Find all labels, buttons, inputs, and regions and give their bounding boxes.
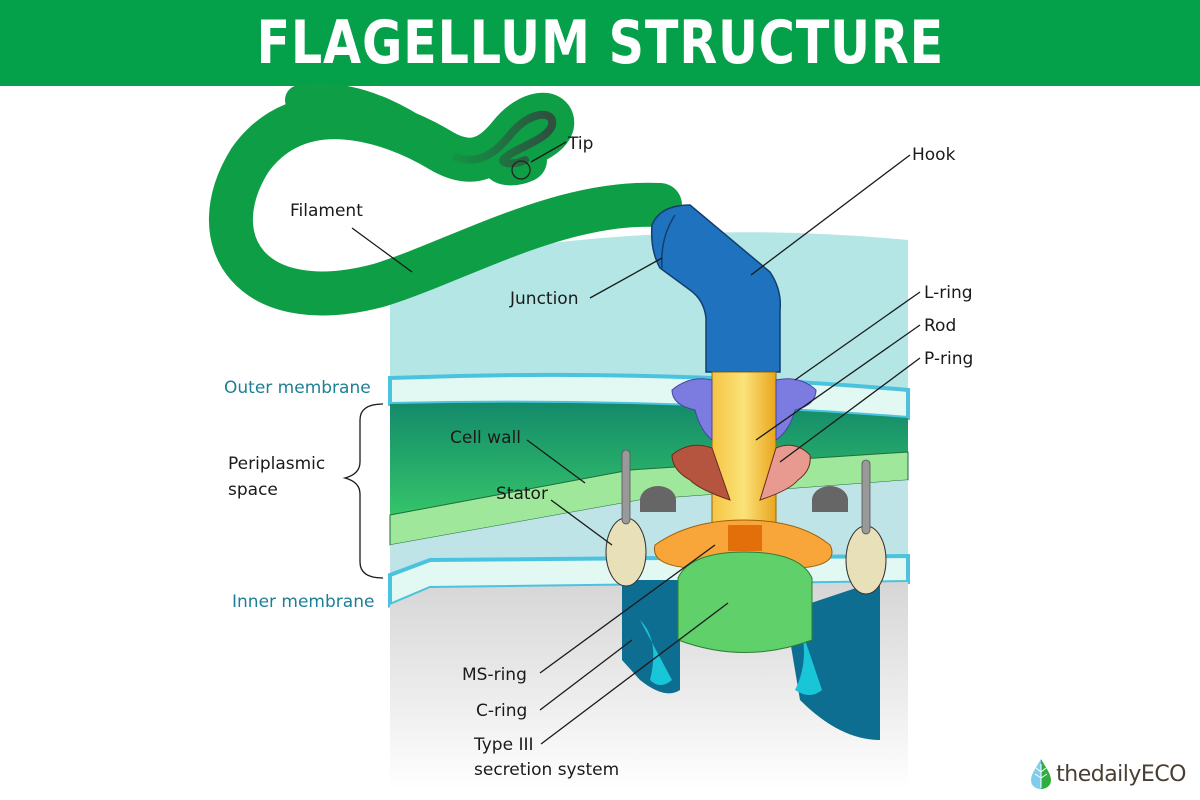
stator-post-left: [640, 486, 676, 512]
label-tip: Tip: [567, 134, 593, 154]
label-l-ring: L-ring: [924, 283, 973, 303]
l-ring-left: [671, 378, 713, 442]
brand-logo: thedailyECO: [1030, 758, 1186, 790]
label-ms-ring: MS-ring: [462, 665, 527, 685]
rod-base: [728, 525, 762, 551]
p-ring-left: [671, 444, 731, 501]
label-stator: Stator: [496, 484, 548, 504]
stator-left: [605, 517, 647, 587]
label-outer-membrane: Outer membrane: [224, 378, 371, 398]
label-rod: Rod: [924, 316, 956, 336]
tip-leader: [530, 141, 567, 163]
title-banner: FLAGELLUM STRUCTURE: [0, 0, 1200, 86]
cell-wall-leader: [526, 439, 586, 484]
stator-right: [845, 525, 887, 595]
label-p-ring: P-ring: [924, 349, 973, 369]
rod-leader: [755, 324, 921, 441]
label-c-ring: C-ring: [476, 701, 527, 721]
label-filament: Filament: [290, 201, 363, 221]
brand-name: thedailyECO: [1056, 761, 1186, 787]
l-ring-leader: [794, 291, 921, 381]
l-ring-right: [775, 378, 817, 441]
filament-thin: [436, 110, 557, 168]
periplasmic-brace: [342, 403, 384, 579]
c-ring-left: [622, 580, 680, 694]
stator-post-right: [812, 486, 848, 512]
stator-leader: [550, 499, 613, 546]
hook-leader: [750, 154, 911, 276]
c-ring-leader: [539, 639, 633, 711]
p-ring-leader: [779, 357, 921, 463]
label-junction: Junction: [509, 289, 578, 309]
type3-leader: [540, 602, 729, 745]
tip-circle: [511, 160, 531, 180]
leaf-drop-icon: [1031, 759, 1052, 789]
type-iii-secretion-system: [677, 551, 813, 653]
label-periplasmic-1: Periplasmic: [228, 454, 325, 474]
label-periplasmic-2: space: [228, 480, 278, 500]
p-ring-right: [759, 444, 811, 501]
label-hook: Hook: [912, 145, 956, 165]
label-type3-1: Type III: [473, 735, 534, 755]
ms-ring-leader: [539, 544, 716, 674]
label-inner-membrane: Inner membrane: [232, 592, 374, 612]
junction-leader: [589, 257, 663, 299]
label-cell-wall: Cell wall: [450, 428, 521, 448]
page-title: FLAGELLUM STRUCTURE: [256, 8, 944, 78]
filament-leader: [351, 227, 413, 273]
label-type3-2: secretion system: [474, 760, 619, 780]
